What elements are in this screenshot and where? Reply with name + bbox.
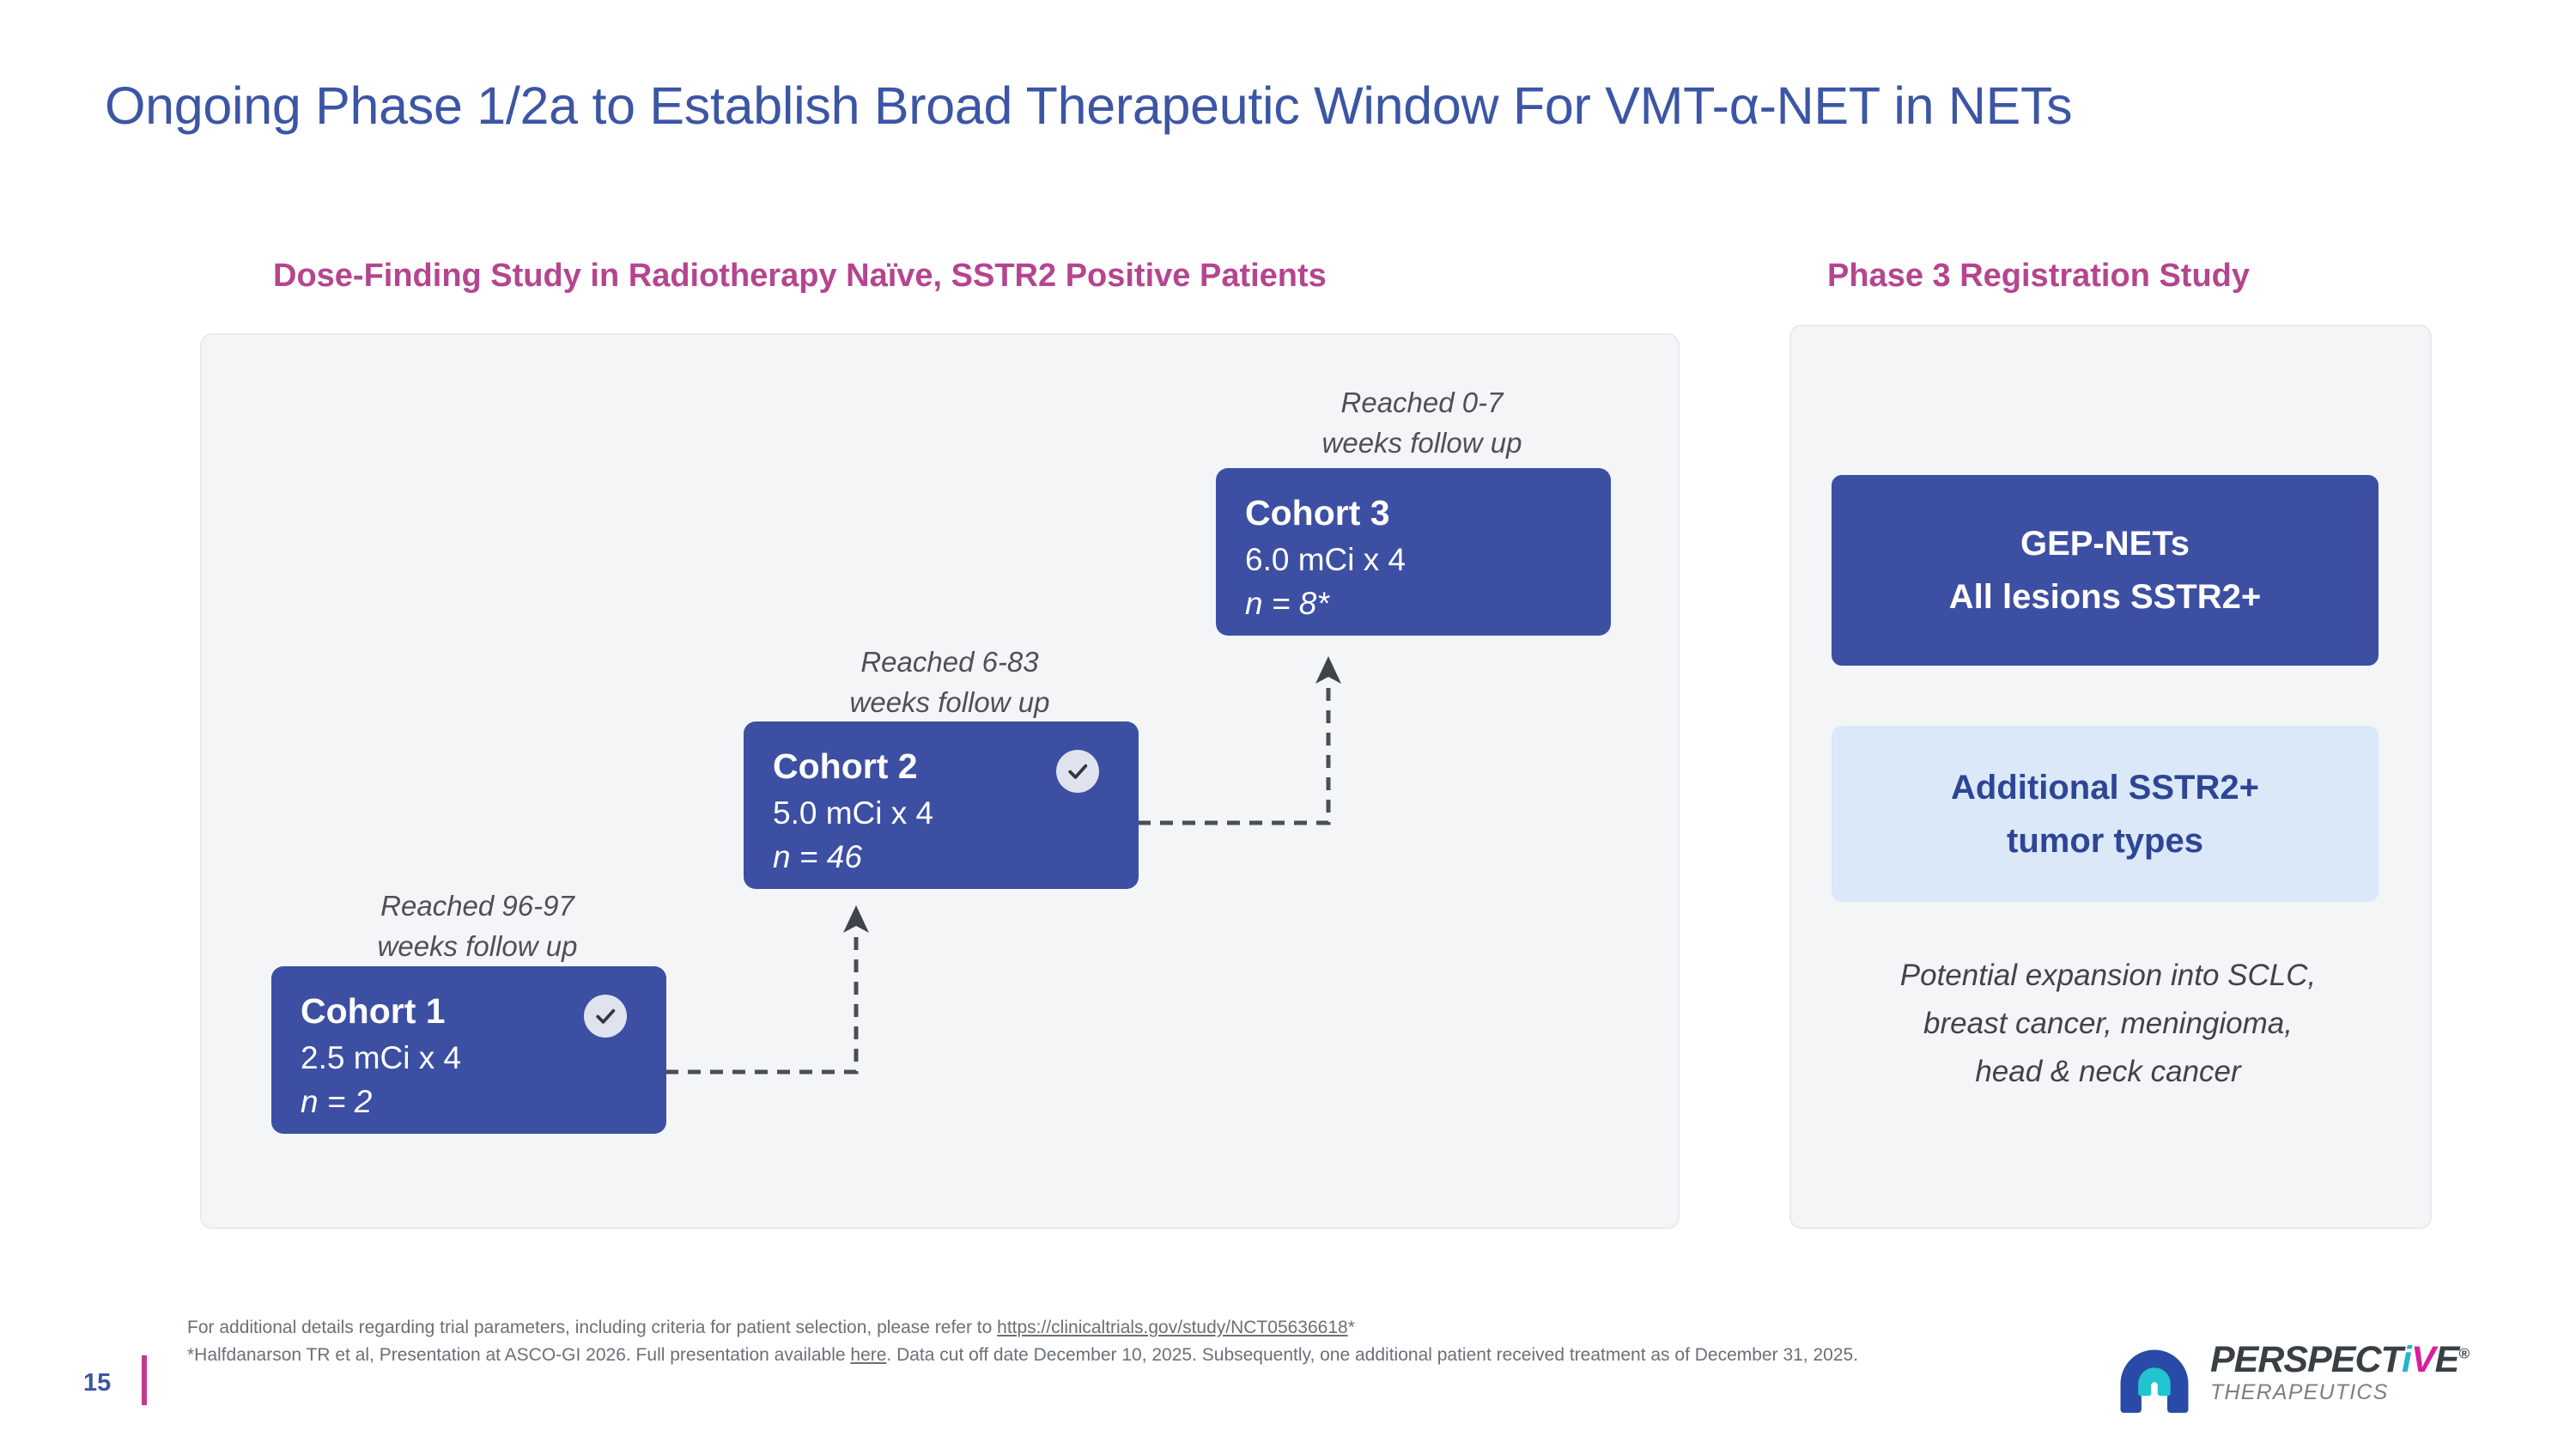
check-circle-icon [584,995,627,1038]
connector-cohort2-to-cohort3 [1138,656,1341,825]
left-panel-heading: Dose-Finding Study in Radiotherapy Naïve… [273,258,1327,294]
followup-caption-cohort-3: Reached 0-7 weeks follow up [1321,387,1522,459]
gep-nets-line-1: GEP-NETs [2020,525,2190,563]
cohort-card-1[interactable]: Cohort 1 2.5 mCi x 4 n = 2 [271,966,666,1134]
right-panel-heading: Phase 3 Registration Study [1827,258,2251,294]
company-logo: PERSPECTiVE® THERAPEUTICS [2114,1339,2518,1428]
page-number-divider [142,1355,147,1405]
cohort-3-dose: 6.0 mCi x 4 [1245,542,1406,578]
logo-word-part2: E [2434,1339,2460,1380]
cohort-3-title: Cohort 3 [1245,493,1390,533]
additional-tumor-line-1: Additional SSTR2+ [1951,768,2259,807]
cohort-1-title: Cohort 1 [301,991,446,1031]
cohort-2-dose: 5.0 mCi x 4 [773,795,934,831]
perspective-logo-mark [2120,1349,2189,1413]
footnote-2-suffix: . Data cut off date December 10, 2025. S… [886,1344,1859,1365]
check-circle-icon [1056,750,1099,793]
cohort-2-title: Cohort 2 [773,746,918,786]
cohort-1-dose: 2.5 mCi x 4 [301,1040,462,1076]
followup-caption-cohort-1: Reached 96-97 weeks follow up [377,890,578,962]
page-title: Ongoing Phase 1/2a to Establish Broad Th… [105,76,2073,135]
footnote-1-prefix: For additional details regarding trial p… [187,1318,998,1337]
logo-wordmark: PERSPECTiVE® THERAPEUTICS [2210,1339,2470,1404]
footnote-2-prefix: *Halfdanarson TR et al, Presentation at … [187,1344,851,1365]
cohort-1-enrollment: n = 2 [301,1083,373,1119]
cohort-3-enrollment: n = 8* [1245,585,1329,621]
cohort-card-3[interactable]: Cohort 3 6.0 mCi x 4 n = 8* [1216,468,1611,636]
connector-cohort1-to-cohort2 [665,905,869,1075]
registered-trademark-icon: ® [2458,1345,2469,1362]
additional-tumor-line-2: tumor types [2007,821,2203,860]
logo-word-part1: PERSPECT [2210,1339,2403,1380]
cohort-2-enrollment: n = 46 [773,838,862,874]
potential-expansion-note: Potential expansion into SCLC, breast ca… [1899,959,2317,1088]
logo-word-v: V [2410,1339,2436,1380]
clinicaltrials-link[interactable]: https://clinicaltrials.gov/study/NCT0563… [997,1318,1348,1337]
logo-subtitle: THERAPEUTICS [2210,1379,2389,1404]
logo-word-i: i [2402,1339,2412,1380]
footnote-line-2: *Halfdanarson TR et al, Presentation at … [187,1342,2059,1369]
gep-nets-box[interactable]: GEP-NETs All lesions SSTR2+ [1832,475,2379,666]
additional-tumor-types-box[interactable]: Additional SSTR2+ tumor types [1832,726,2379,902]
gep-nets-line-2: All lesions SSTR2+ [1948,578,2262,616]
footnotes: For additional details regarding trial p… [187,1314,2059,1369]
footnote-line-1: For additional details regarding trial p… [187,1314,2059,1342]
cohort-card-2[interactable]: Cohort 2 5.0 mCi x 4 n = 46 [744,721,1139,889]
footnote-1-suffix: * [1347,1318,1355,1337]
followup-caption-cohort-2: Reached 6-83 weeks follow up [849,646,1050,718]
here-link[interactable]: here [850,1344,887,1365]
logo-word: PERSPECTiVE® [2210,1339,2470,1380]
page-number: 15 [83,1369,112,1397]
